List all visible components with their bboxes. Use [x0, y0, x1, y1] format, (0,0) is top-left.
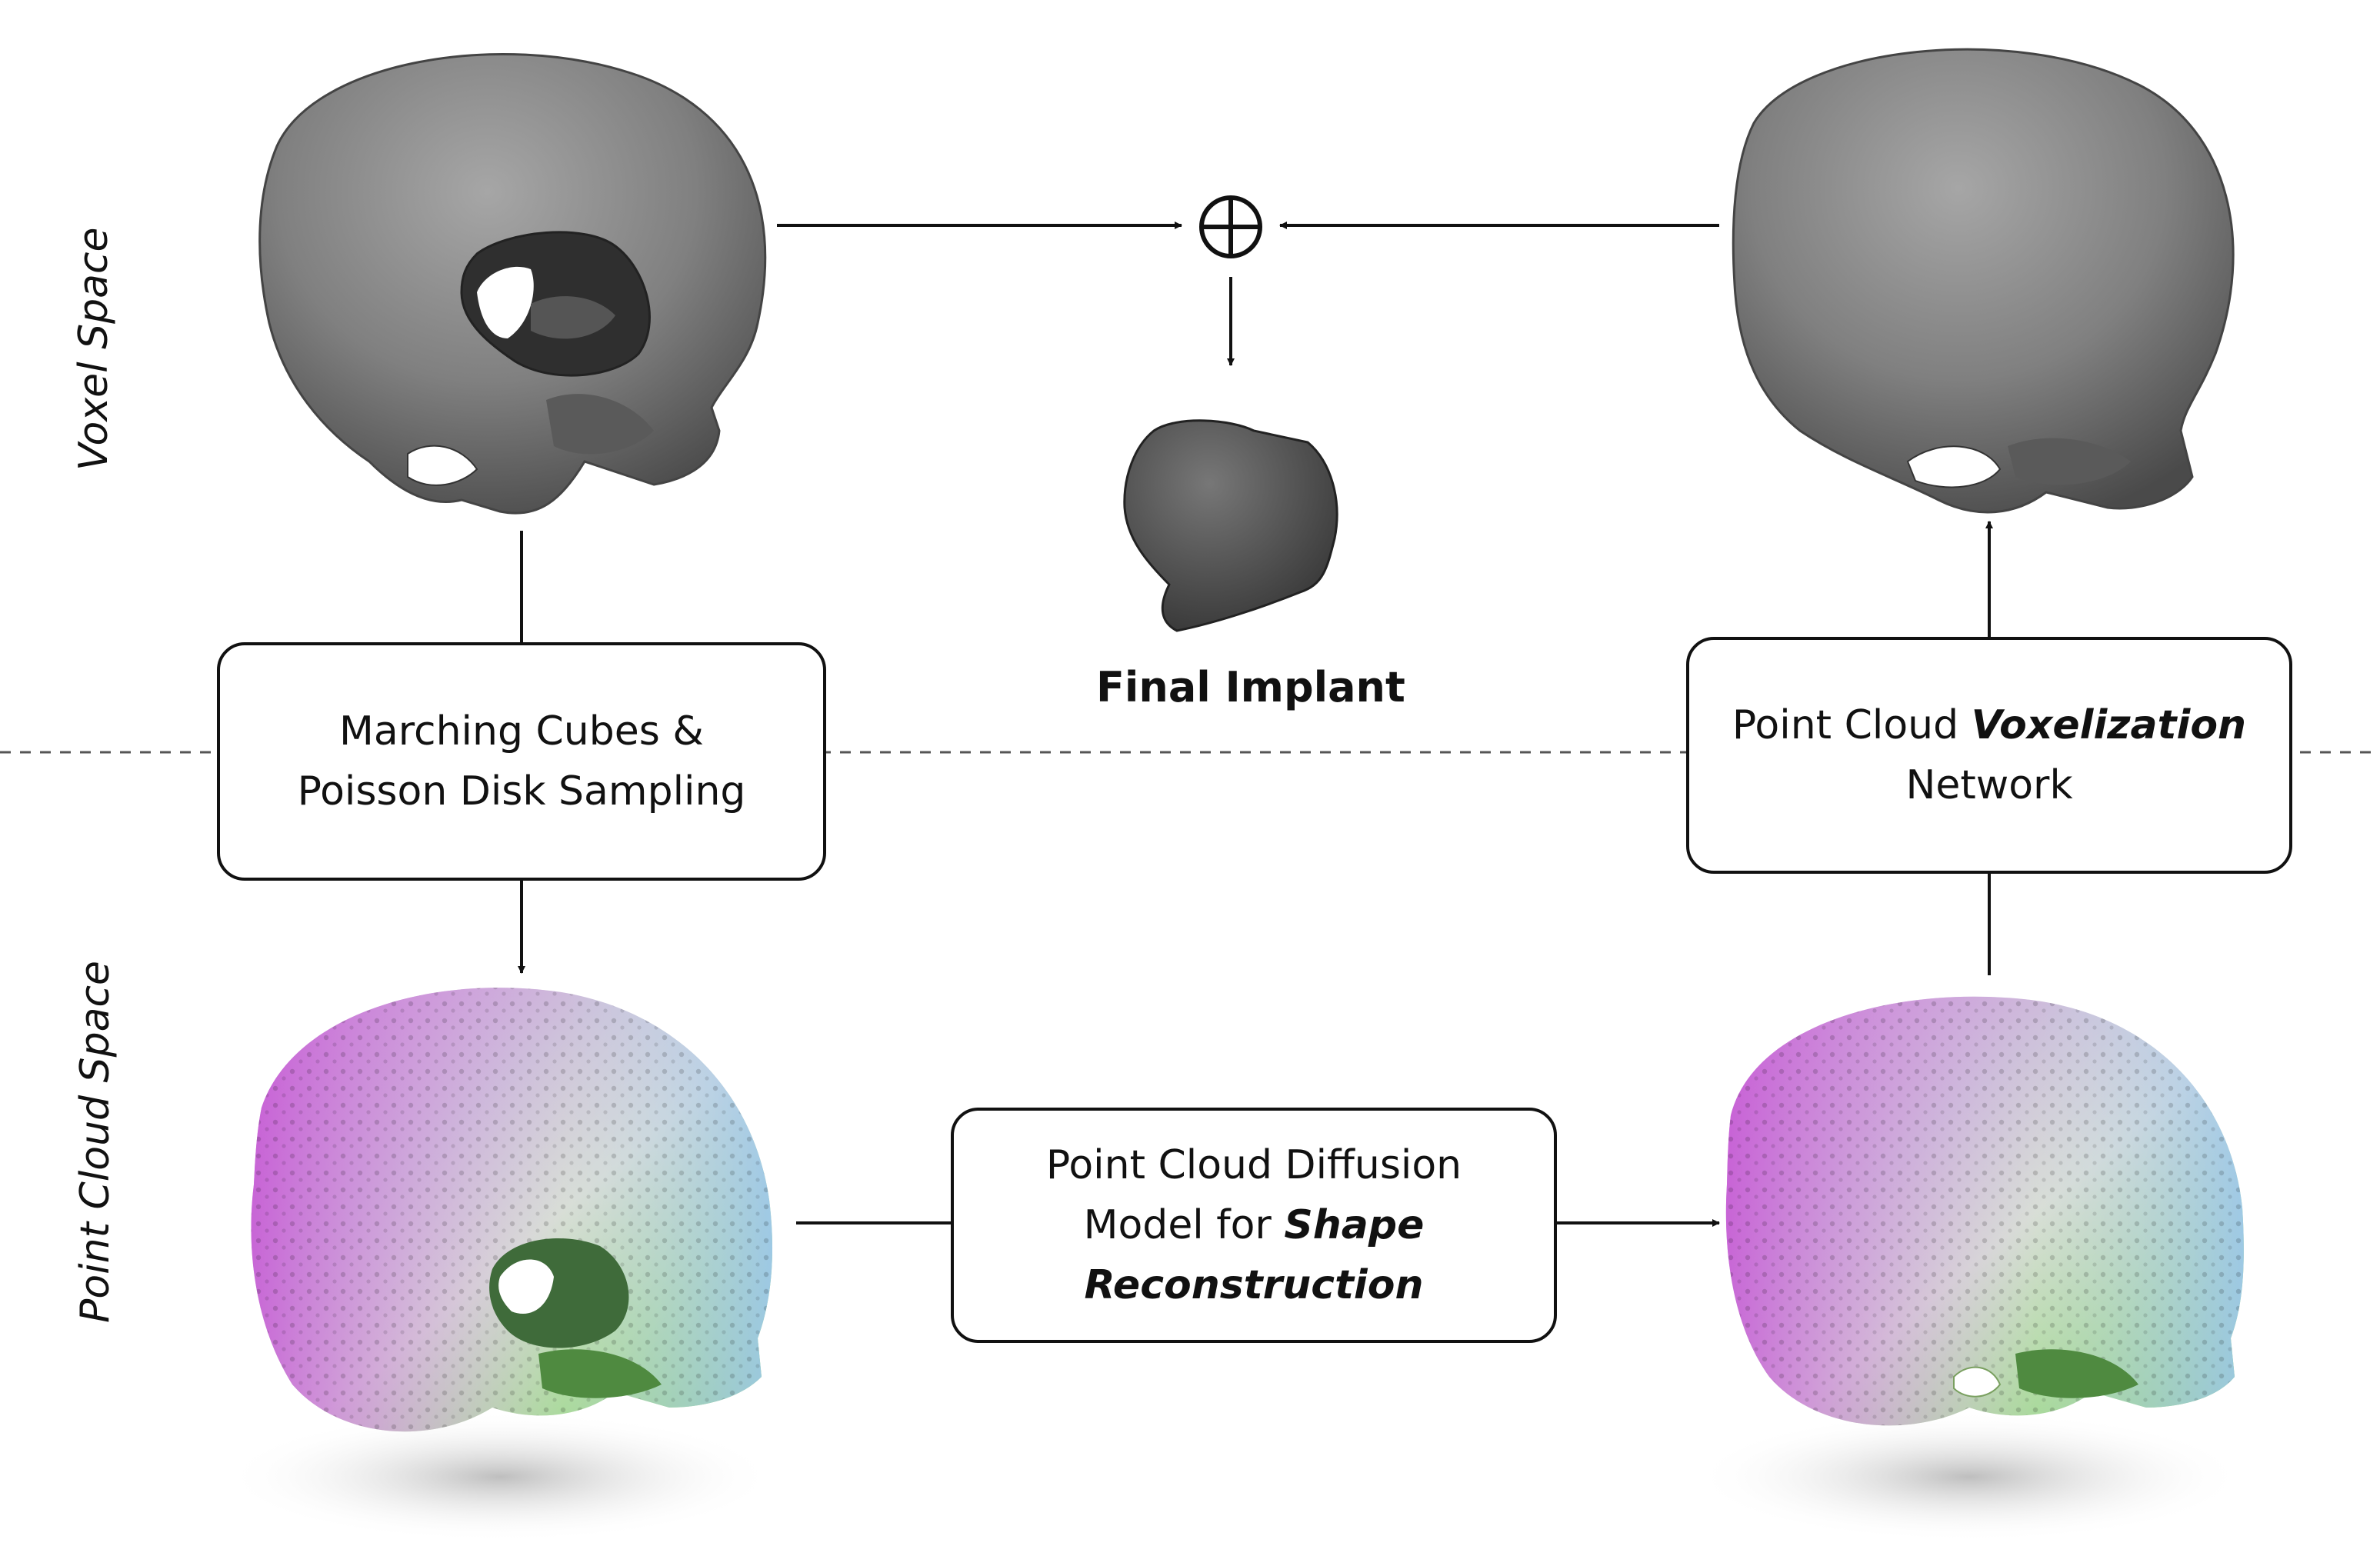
marching-cubes-line1: Marching Cubes &	[339, 708, 704, 755]
final-implant-shape	[1123, 419, 1338, 632]
point-cloud-space-label: Point Cloud Space	[72, 960, 118, 1323]
diffusion-line2: Model for Shape	[1083, 1202, 1425, 1248]
voxel-space-label: Voxel Space	[71, 227, 117, 471]
reconstructed-skull-voxel	[1732, 48, 2235, 514]
voxelization-line2: Network	[1905, 762, 2073, 808]
voxelization-line1: Point Cloud Voxelization	[1732, 702, 2247, 748]
marching-cubes-line2: Poisson Disk Sampling	[297, 768, 746, 815]
final-implant-caption: Final Implant	[1096, 663, 1405, 711]
defective-skull-voxel	[258, 52, 767, 515]
marching-cubes-box: Marching Cubes & Poisson Disk Sampling	[217, 642, 826, 881]
voxelization-box: Point Cloud Voxelization Network	[1686, 637, 2292, 874]
diffusion-model-box: Point Cloud Diffusion Model for Shape Re…	[951, 1108, 1557, 1343]
reconstructed-skull-point-cloud	[1692, 996, 2246, 1542]
diffusion-line3: Reconstruction	[1084, 1262, 1424, 1308]
defective-skull-point-cloud	[223, 988, 777, 1542]
diffusion-line1: Point Cloud Diffusion	[1045, 1142, 1462, 1188]
combine-operator-icon	[1199, 195, 1262, 258]
